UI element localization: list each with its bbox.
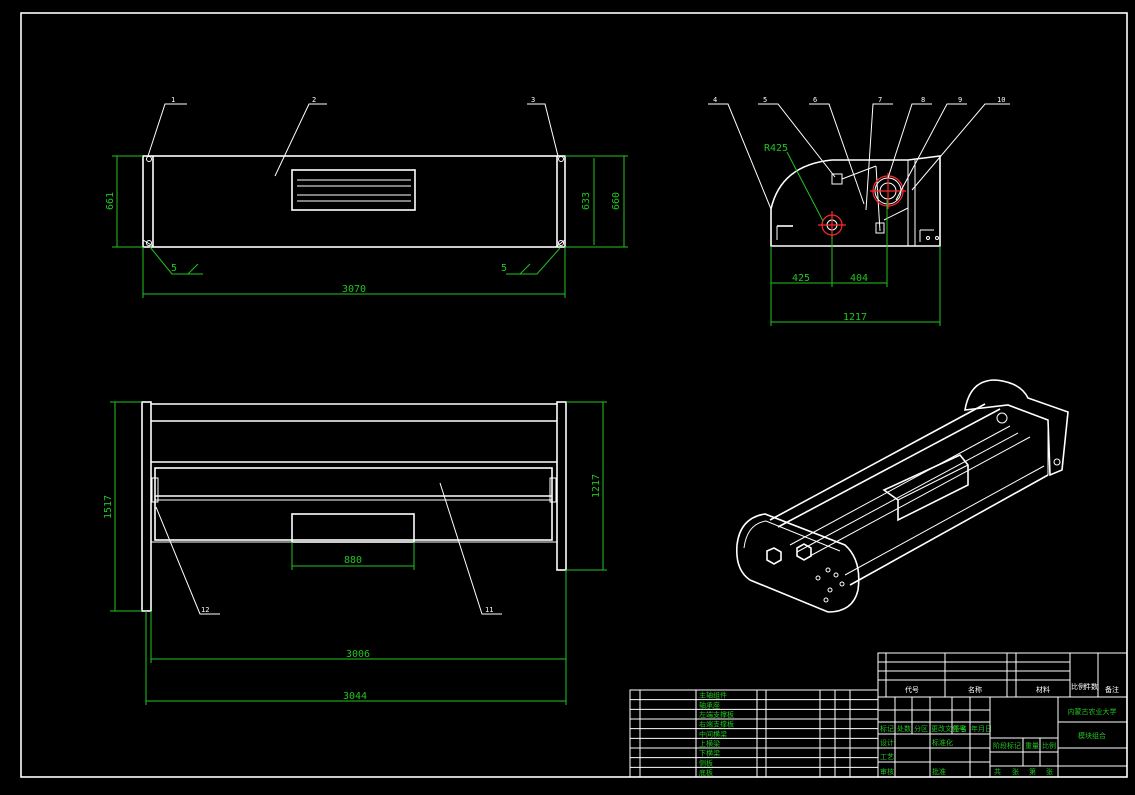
dim-outer-length: 3044: [343, 691, 367, 702]
bom-row-name: 左端支撑板: [699, 710, 734, 719]
count-label: 处数: [897, 724, 911, 733]
sign-label: 签名: [953, 724, 967, 733]
callout-2: 2: [312, 96, 316, 104]
side-view-dimensions: R425 425 404 1217 4 5 6 7 8 9 10: [708, 96, 1010, 326]
bom-row-name: 底板: [699, 768, 713, 777]
callout-3: 3: [531, 96, 535, 104]
bom-small-count: 件数: [1084, 682, 1098, 691]
bom-small-scale: 比例: [1071, 682, 1085, 691]
dim-inner-length: 3006: [346, 649, 370, 660]
callout-7: 7: [878, 96, 882, 104]
callout-8: 8: [921, 96, 925, 104]
university-name: 内蒙古农业大学: [1068, 707, 1117, 716]
dim-depth-left: 1517: [103, 495, 114, 519]
sheet-total: 共: [994, 767, 1001, 776]
isometric-view: [735, 379, 1069, 613]
bom-header-code: 代号: [905, 685, 919, 694]
front-view-dimensions: 661 633 660 3070 5 5 1 2 3: [105, 96, 628, 298]
top-view-dimensions: 1517 1217 880 3006 3044 12 11: [103, 401, 607, 705]
process-label: 工艺: [880, 753, 894, 761]
bom-header-material: 材料: [1036, 685, 1050, 694]
sheet-unit-a: 张: [1012, 767, 1019, 776]
bom-row-name: 主轴组件: [699, 691, 727, 700]
callout-5: 5: [763, 96, 767, 104]
title-block: 代号 名称 材料 备注 比例 件数 主轴组件轴承座左端支撑板右端支撑板中间横梁上…: [629, 652, 1128, 778]
dim-length: 3070: [342, 284, 366, 295]
dim-height-right-outer: 660: [611, 192, 622, 210]
dim-a: 425: [792, 273, 810, 284]
standardize-label: 标准化: [932, 738, 953, 747]
front-view: [142, 155, 566, 248]
bom-row-name: 右端支撑板: [699, 720, 734, 729]
sheet-unit-b: 张: [1046, 767, 1053, 776]
dim-depth-right: 1217: [591, 474, 602, 498]
dim-radius: R425: [764, 143, 788, 154]
bom-header-name: 名称: [968, 685, 982, 694]
callout-1: 1: [171, 96, 175, 104]
stage-mark-label: 阶段标记: [993, 741, 1021, 750]
design-label: 设计: [880, 738, 894, 747]
callout-10: 10: [997, 96, 1005, 104]
callout-6: 6: [813, 96, 817, 104]
dim-height-left: 661: [105, 192, 116, 210]
sheet-border: [20, 12, 1128, 778]
weld-right: 5: [501, 263, 507, 274]
weight-label: 重量: [1025, 742, 1039, 750]
dim-b: 404: [850, 273, 868, 284]
drawing-name: 模块组合: [1078, 731, 1106, 740]
callout-4: 4: [713, 96, 717, 104]
callout-9: 9: [958, 96, 962, 104]
bom-row-name: 下横梁: [699, 749, 720, 758]
callout-11: 11: [485, 606, 493, 614]
mark-label: 标记: [880, 724, 894, 733]
change-doc-label: 更改文件号: [931, 724, 966, 733]
date-label: 年月日: [971, 724, 992, 733]
bom-row-name: 中间横梁: [699, 729, 727, 738]
dim-height-right-inner: 633: [581, 192, 592, 210]
review-label: 审核: [880, 767, 894, 776]
approve-label: 批准: [932, 767, 946, 776]
top-view: [141, 401, 567, 612]
side-view: [770, 155, 941, 247]
weld-left: 5: [171, 263, 177, 274]
zone-label: 分区: [914, 724, 928, 733]
dim-width: 1217: [843, 312, 867, 323]
sheet-index: 第: [1029, 767, 1036, 776]
bom-row-name: 轴承座: [699, 700, 720, 709]
bom-row-name: 上横梁: [699, 739, 720, 748]
dim-window: 880: [344, 555, 362, 566]
callout-12: 12: [201, 606, 209, 614]
bom-row-name: 侧板: [699, 758, 713, 767]
bom-header-remark: 备注: [1105, 685, 1119, 694]
scale-label: 比例: [1042, 741, 1056, 750]
